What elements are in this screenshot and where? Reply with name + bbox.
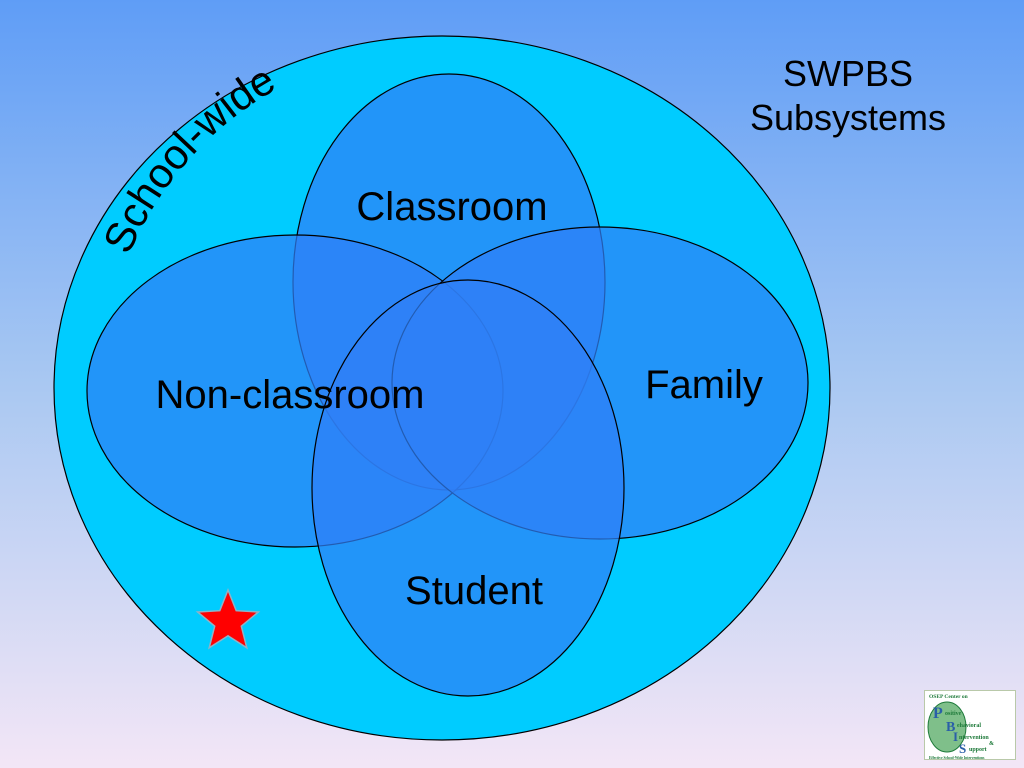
slide-title: SWPBS Subsystems xyxy=(730,52,966,140)
logo-letter-b: B xyxy=(946,720,955,735)
logo-footer: Effective School-Wide Interventions xyxy=(929,756,985,760)
logo-letter-p: P xyxy=(933,705,943,722)
non-classroom-label: Non-classroom xyxy=(156,373,425,417)
pbis-logo: OSEP Center on P ositive B ehavioral I n… xyxy=(924,690,1016,760)
family-label: Family xyxy=(645,363,763,407)
pbis-logo-graphic: OSEP Center on P ositive B ehavioral I n… xyxy=(927,694,994,760)
logo-word-behavioral: ehavioral xyxy=(957,723,981,729)
logo-emblem xyxy=(927,701,967,753)
logo-word-and: & xyxy=(989,741,994,747)
student-ellipse xyxy=(311,279,625,697)
student-label: Student xyxy=(405,569,543,613)
logo-letter-s: S xyxy=(959,741,966,756)
logo-header: OSEP Center on xyxy=(929,694,968,700)
slide-title-line-2: Subsystems xyxy=(749,97,947,138)
logo-word-support: upport xyxy=(969,747,987,753)
logo-word-positive: ositive xyxy=(945,711,962,717)
logo-word-intervention: ntervention xyxy=(959,735,989,741)
slide-title-line-1: SWPBS xyxy=(782,53,914,94)
logo-letter-i: I xyxy=(953,729,958,744)
classroom-label: Classroom xyxy=(356,185,547,229)
red-star-icon xyxy=(195,587,261,650)
